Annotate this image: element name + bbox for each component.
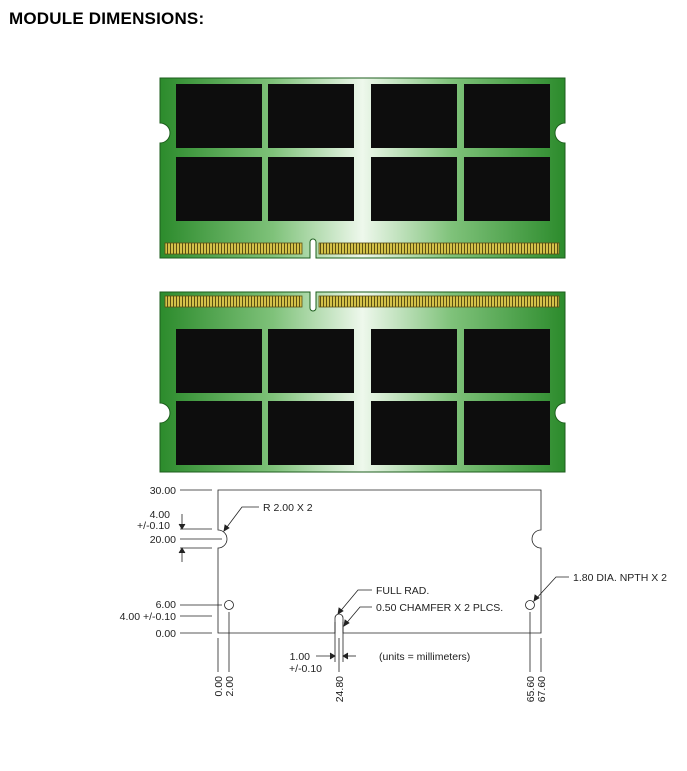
leader-full-rad xyxy=(337,589,372,615)
chip xyxy=(464,157,550,221)
dim-notch-tol: +/-0.10 xyxy=(137,520,170,532)
contacts-front-left xyxy=(164,242,303,255)
callout-chamfer: 0.50 CHAMFER X 2 PLCS. xyxy=(376,602,503,614)
chip xyxy=(176,401,262,465)
chip xyxy=(176,84,262,148)
dim-top: 30.00 xyxy=(150,485,176,497)
chip xyxy=(176,157,262,221)
dim-key-width: 1.00 xyxy=(290,651,311,663)
dim-hole-height: 6.00 xyxy=(156,599,177,611)
dim-key-tol: +/-0.10 xyxy=(289,663,322,675)
chip xyxy=(268,157,354,221)
callout-full-rad: FULL RAD. xyxy=(376,585,429,597)
npth-hole-right xyxy=(525,600,535,610)
dim-hole-offset: 4.00 +/-0.10 xyxy=(120,611,176,623)
contacts-back-left xyxy=(164,295,303,308)
chip xyxy=(371,84,457,148)
module-outline xyxy=(217,489,542,634)
chip xyxy=(176,329,262,393)
chip xyxy=(268,329,354,393)
chip xyxy=(464,329,550,393)
page-title: MODULE DIMENSIONS: xyxy=(9,9,205,28)
chip xyxy=(371,329,457,393)
leader-radius xyxy=(223,506,259,532)
leader-holes xyxy=(533,576,569,602)
dim-x-2: 24.80 xyxy=(334,676,346,702)
chips-front xyxy=(176,84,550,221)
chip xyxy=(371,157,457,221)
contacts-back-right xyxy=(318,295,560,308)
chips-back xyxy=(176,329,550,465)
dim-notch-offset: 4.00 xyxy=(150,509,171,521)
leader-chamfer xyxy=(343,606,372,627)
dim-bottom: 0.00 xyxy=(156,628,177,640)
module-front xyxy=(159,77,566,259)
chip xyxy=(268,84,354,148)
chip xyxy=(464,84,550,148)
dim-x-1: 2.00 xyxy=(224,676,236,697)
callout-holes: 1.80 DIA. NPTH X 2 xyxy=(573,572,667,584)
dim-x-4: 67.60 xyxy=(536,676,548,702)
dimension-drawing xyxy=(178,489,569,672)
module-back xyxy=(159,291,566,473)
contacts-front-right xyxy=(318,242,560,255)
dim-x-0: 0.00 xyxy=(213,676,225,697)
chip xyxy=(464,401,550,465)
callout-units: (units = millimeters) xyxy=(379,651,470,663)
callout-radius: R 2.00 X 2 xyxy=(263,502,313,514)
dim-x-3: 65.60 xyxy=(525,676,537,702)
chip xyxy=(268,401,354,465)
dim-notch-center: 20.00 xyxy=(150,534,176,546)
dimension-labels: 30.00 4.00 +/-0.10 20.00 6.00 4.00 +/-0.… xyxy=(120,485,667,702)
npth-hole-left xyxy=(224,600,234,610)
chip xyxy=(371,401,457,465)
